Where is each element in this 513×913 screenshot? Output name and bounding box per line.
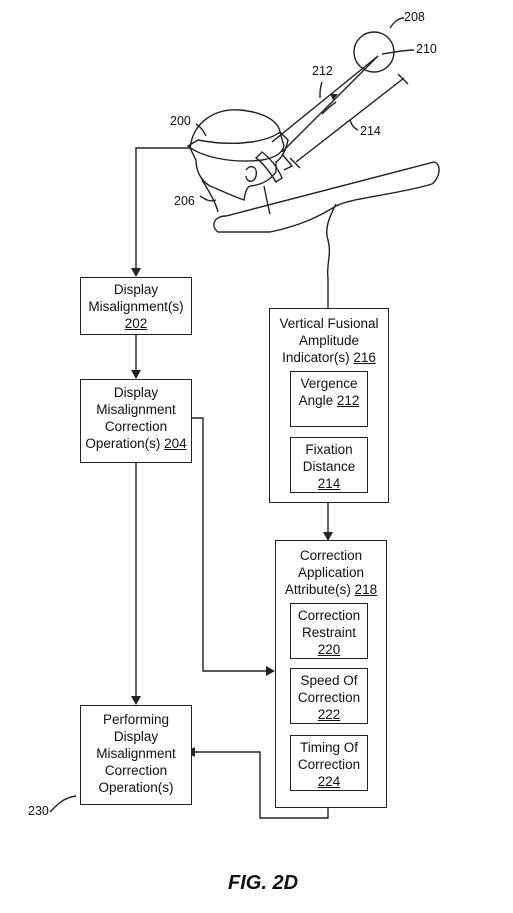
box-ref: 218: [354, 582, 378, 597]
leader-230: [49, 795, 77, 813]
box-ref: 214: [317, 476, 341, 491]
box-line: Misalignment(s): [88, 299, 184, 314]
box-line: Restraint: [301, 625, 357, 640]
correction-restraint-box: Correction Restraint 220: [290, 603, 368, 659]
timing-of-correction-box: Timing Of Correction 224: [290, 735, 368, 791]
box-line: Correction: [104, 763, 168, 778]
nose: [281, 153, 294, 171]
box-line: Correction: [297, 757, 361, 772]
leader-200: [195, 123, 207, 137]
ear: [245, 165, 258, 182]
box-line: Attribute(s): [284, 582, 351, 597]
box-line: Display: [113, 385, 159, 400]
arrowhead-to-operation: [131, 370, 141, 379]
neck-front: [263, 185, 271, 215]
box-line: Amplitude: [298, 333, 360, 348]
ref-label-210: 210: [416, 42, 437, 56]
arrowhead-to-performing: [131, 696, 141, 705]
box-line: Correction: [297, 608, 361, 623]
box-line: Indicator(s): [282, 350, 350, 365]
box-line: Misalignment: [96, 402, 176, 417]
operation-to-attributes-line: [191, 417, 268, 672]
box-line: Correction: [104, 419, 168, 434]
leader-210: [381, 49, 415, 55]
box-line: Vergence: [300, 376, 358, 391]
box-line: Correction: [297, 690, 361, 705]
arrowhead-vergence: [330, 94, 338, 100]
headset-to-misalignment-line: [135, 147, 190, 270]
figure-label: FIG. 2D: [228, 872, 299, 894]
sight-line-upper: [271, 55, 379, 143]
ref-label-206: 206: [174, 194, 195, 208]
arrowhead-to-attributes: [266, 666, 275, 676]
attributes-to-performing-line: [193, 751, 329, 819]
box-line: Angle: [298, 393, 334, 408]
ref-label-212: 212: [312, 64, 333, 78]
distance-tick-near: [289, 157, 301, 169]
box-line: Misalignment: [96, 746, 176, 761]
leader-212: [319, 81, 323, 99]
box-line: Operation(s): [98, 780, 174, 795]
box-line: Timing Of: [299, 740, 358, 755]
box-ref: 204: [164, 436, 187, 451]
arrowhead-to-attributes-top: [323, 532, 333, 541]
box-line: Fixation: [305, 442, 353, 457]
body-outline: [213, 161, 440, 233]
head-outline: [189, 109, 289, 201]
box-line: Distance: [302, 459, 356, 474]
ref-label-200: 200: [170, 114, 191, 128]
box-line: Display: [113, 729, 159, 744]
box-line: Vertical Fusional: [279, 316, 379, 331]
headset-band: [186, 130, 285, 162]
box-line: Operation(s): [85, 436, 161, 451]
box-ref: 224: [317, 774, 341, 789]
leader-208: [389, 17, 405, 29]
performing-correction-box: Performing Display Misalignment Correcti…: [80, 705, 192, 805]
box-ref: 222: [317, 707, 341, 722]
box-ref: 216: [353, 350, 376, 365]
box-line: Performing: [102, 712, 170, 727]
box-line: Application: [297, 565, 365, 580]
correction-operation-box: Display Misalignment Correction Operatio…: [80, 379, 192, 463]
box-ref: 212: [336, 393, 360, 408]
display-misalignment-box: Display Misalignment(s) 202: [80, 277, 192, 335]
sight-line-lower: [281, 55, 379, 153]
box-ref: 220: [317, 642, 341, 657]
arrowhead-to-misalignment: [131, 268, 141, 277]
vergence-angle-box: Vergence Angle 212: [290, 371, 368, 427]
ref-label-214: 214: [360, 124, 381, 138]
object-circle: [353, 31, 395, 73]
leader-206: [199, 195, 217, 202]
headset-visor: [254, 151, 283, 183]
box-ref: 202: [124, 316, 148, 331]
speed-of-correction-box: Speed Of Correction 222: [290, 668, 368, 724]
angle-arc: [321, 101, 337, 115]
box-line: Display: [113, 282, 159, 297]
ref-label-230: 230: [28, 804, 49, 818]
illustration-to-indicator-connector: [326, 203, 337, 308]
neck-back: [201, 179, 219, 213]
ref-label-208: 208: [404, 10, 425, 24]
fixation-distance-box: Fixation Distance 214: [290, 437, 368, 493]
box-line: Correction: [299, 548, 363, 563]
leader-214: [349, 119, 359, 131]
box-line: Speed Of: [300, 673, 358, 688]
distance-tick-far: [397, 73, 409, 85]
